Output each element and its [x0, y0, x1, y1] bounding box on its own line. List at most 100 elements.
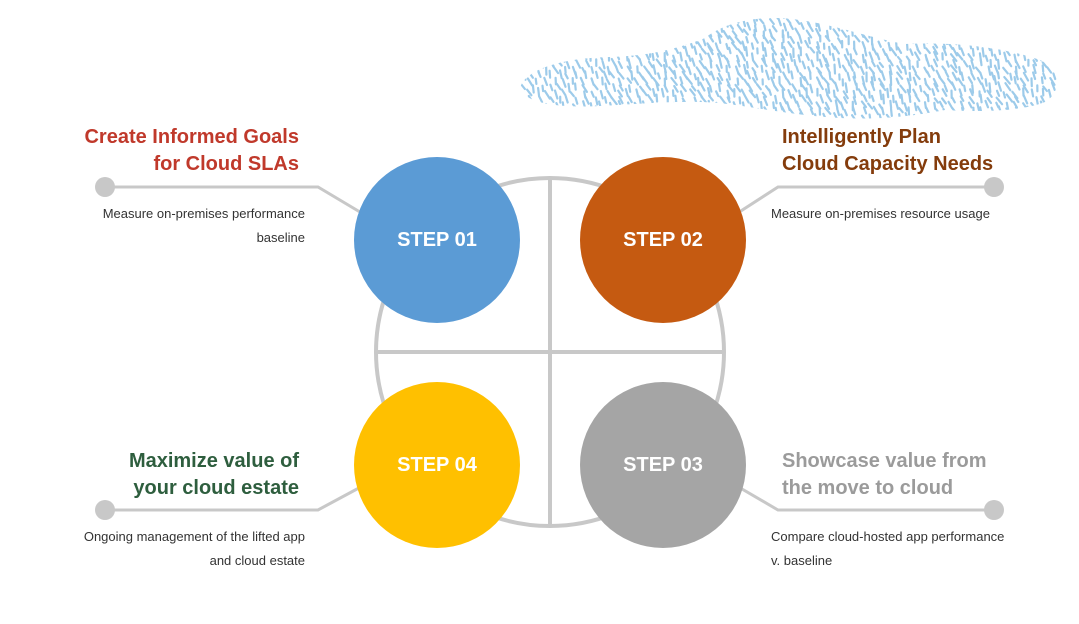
cloud-hatch-mark: [645, 112, 650, 119]
cloud-hatch-mark: [797, 54, 802, 63]
cloud-hatch-mark: [591, 22, 597, 31]
cloud-hatch-mark: [663, 34, 667, 45]
cloud-hatch-mark: [597, 28, 602, 40]
cloud-hatch-mark: [589, 27, 595, 38]
cloud-hatch-mark: [648, 23, 653, 32]
cloud-hatch-mark: [617, 71, 625, 80]
cloud-hatch-mark: [612, 83, 617, 93]
cloud-hatch-mark: [889, 28, 893, 37]
cloud-hatch-mark: [1031, 71, 1037, 81]
cloud-hatch-mark: [1037, 112, 1044, 119]
cloud-hatch-mark: [513, 83, 515, 90]
cloud-hatch-mark: [511, 71, 515, 78]
cloud-hatch-mark: [1022, 65, 1027, 74]
cloud-hatch-mark: [1012, 18, 1019, 25]
cloud-hatch-mark: [801, 60, 807, 70]
cloud-hatch-mark: [627, 58, 632, 70]
cloud-hatch-mark: [542, 42, 549, 50]
cloud-hatch-mark: [627, 84, 632, 93]
cloud-hatch-mark: [833, 45, 841, 55]
step-02-description: Measure on-premises resource usage: [771, 202, 990, 226]
cloud-hatch-mark: [708, 18, 714, 28]
cloud-hatch-mark: [788, 18, 796, 19]
cloud-hatch-mark: [663, 23, 668, 34]
cloud-hatch-mark: [534, 18, 538, 25]
cloud-hatch-mark: [1059, 42, 1063, 49]
cloud-hatch-mark: [679, 83, 687, 93]
cloud-hatch-mark: [696, 76, 700, 87]
cloud-hatch-mark: [768, 88, 773, 96]
cloud-hatch-mark: [714, 90, 720, 98]
cloud-hatch-mark: [566, 117, 572, 119]
cloud-hatch-mark: [842, 90, 849, 100]
cloud-hatch-mark: [961, 22, 966, 31]
cloud-hatch-mark: [970, 59, 975, 70]
cloud-hatch-mark: [951, 34, 958, 46]
step-01-desc-line-2: baseline: [256, 230, 305, 245]
cloud-hatch-mark: [606, 65, 611, 76]
cloud-hatch-mark: [558, 69, 563, 80]
cloud-hatch-mark: [760, 64, 764, 73]
cloud-hatch-mark: [758, 18, 765, 25]
cloud-hatch-mark: [611, 120, 613, 125]
step-03-description: Compare cloud-hosted app performance v. …: [771, 525, 1004, 573]
cloud-hatch-mark: [627, 48, 634, 58]
cloud-hatch-mark: [618, 84, 624, 92]
step-04-title: Maximize value of your cloud estate: [129, 448, 299, 502]
cloud-hatch-mark: [611, 23, 617, 31]
cloud-hatch-mark: [1025, 121, 1027, 127]
cloud-hatch-mark: [549, 83, 554, 92]
cloud-hatch-mark: [958, 88, 963, 97]
cloud-hatch-mark: [564, 72, 569, 80]
cloud-hatch-mark: [942, 23, 947, 33]
cloud-hatch-mark: [771, 25, 778, 33]
cloud-hatch-mark: [637, 18, 644, 20]
cloud-hatch-mark: [633, 101, 640, 109]
cloud-hatch-mark: [663, 84, 669, 93]
cloud-hatch-mark: [583, 22, 588, 31]
cloud-hatch-mark: [646, 104, 652, 116]
cloud-hatch-mark: [979, 106, 983, 116]
cloud-hatch-mark: [564, 95, 569, 104]
cloud-hatch-mark: [528, 107, 533, 115]
cloud-hatch-mark: [794, 27, 801, 37]
cloud-hatch-mark: [727, 71, 731, 81]
cloud-hatch-mark: [709, 70, 716, 81]
cloud-hatch-mark: [1047, 28, 1054, 36]
cloud-hatch-mark: [601, 36, 606, 45]
cloud-hatch-mark: [1006, 59, 1013, 68]
cloud-hatch-mark: [807, 65, 812, 74]
cloud-hatch-mark: [526, 77, 534, 87]
cloud-hatch-mark: [518, 78, 519, 84]
cloud-hatch-mark: [896, 65, 903, 74]
cloud-hatch-mark: [520, 113, 521, 119]
cloud-hatch-mark: [774, 94, 778, 105]
cloud-hatch-mark: [836, 37, 843, 45]
cloud-hatch-mark: [984, 54, 989, 63]
cloud-hatch-mark: [1058, 89, 1059, 97]
cloud-hatch-mark: [868, 51, 874, 62]
cloud-hatch-mark: [990, 48, 994, 57]
cloud-hatch-mark: [1022, 51, 1027, 62]
cloud-hatch-mark: [617, 46, 624, 55]
cloud-hatch-mark: [941, 45, 948, 57]
cloud-hatch-mark: [938, 18, 945, 26]
cloud-hatch-mark: [824, 63, 831, 74]
cloud-hatch-mark: [736, 77, 740, 86]
cloud-hatch-mark: [796, 41, 801, 50]
cloud-hatch-mark: [661, 112, 668, 119]
cloud-hatch-mark: [787, 89, 793, 99]
connector-step-03: [729, 480, 994, 512]
cloud-hatch-mark: [984, 99, 990, 109]
cloud-hatch-mark: [583, 70, 588, 80]
cloud-hatch-mark: [1005, 118, 1010, 119]
cloud-hatch-mark: [693, 34, 698, 45]
cloud-hatch-mark: [638, 36, 644, 46]
cloud-hatch-mark: [715, 101, 721, 112]
cloud-hatch-mark: [986, 96, 993, 105]
cloud-hatch-mark: [1050, 22, 1054, 31]
cloud-hatch-mark: [561, 77, 567, 88]
cloud-hatch-mark: [837, 57, 842, 69]
cloud-hatch-mark: [651, 102, 656, 111]
